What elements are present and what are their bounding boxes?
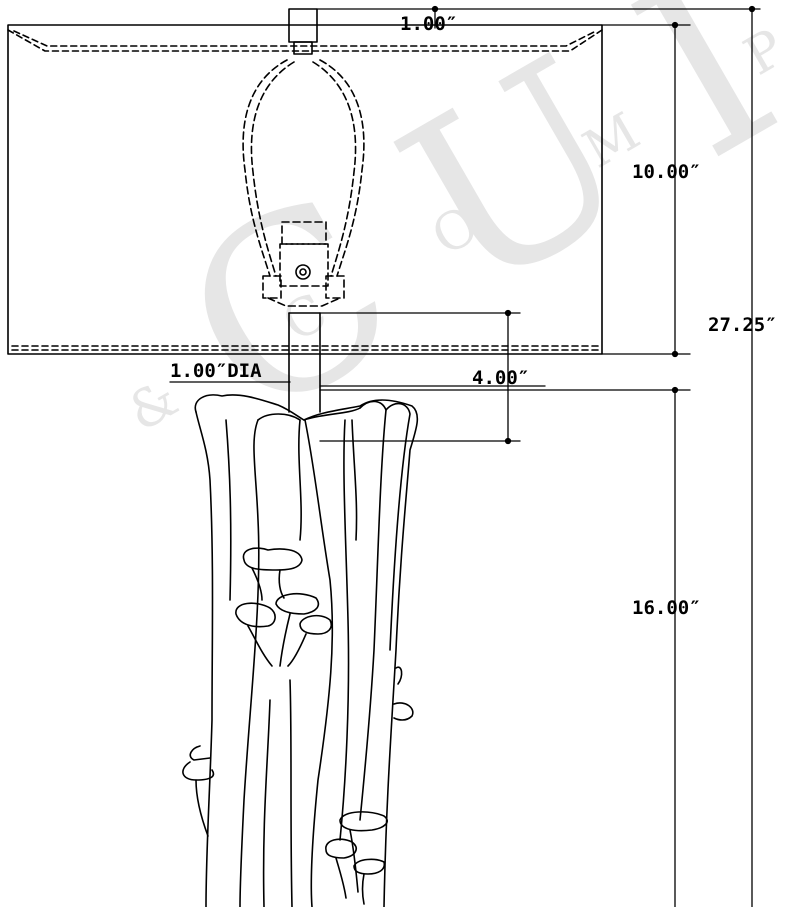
dim-neck-diameter-label: 1.00″DIA <box>170 360 262 382</box>
dim-neck-label: 1.00″ <box>400 13 458 35</box>
harp <box>242 59 365 307</box>
shade-top-rim-inner <box>13 30 597 47</box>
shade-top-rim <box>7 29 603 52</box>
dim-overall-height-label: 27.25″ <box>708 314 777 336</box>
finial-base <box>293 41 313 55</box>
dim-base-height-label: 16.00″ <box>632 597 701 619</box>
dim-shade-height-label: 10.00″ <box>632 161 701 183</box>
finial <box>288 8 318 55</box>
tree-trunk-base <box>182 394 419 907</box>
dim-neck-height-label: 4.00″ <box>472 367 530 389</box>
socket-key-inner <box>299 268 307 276</box>
lampshade <box>7 24 603 355</box>
socket-key <box>295 264 311 280</box>
shade-outline <box>7 24 603 355</box>
dimension-lines <box>169 5 761 907</box>
neck <box>288 312 321 413</box>
